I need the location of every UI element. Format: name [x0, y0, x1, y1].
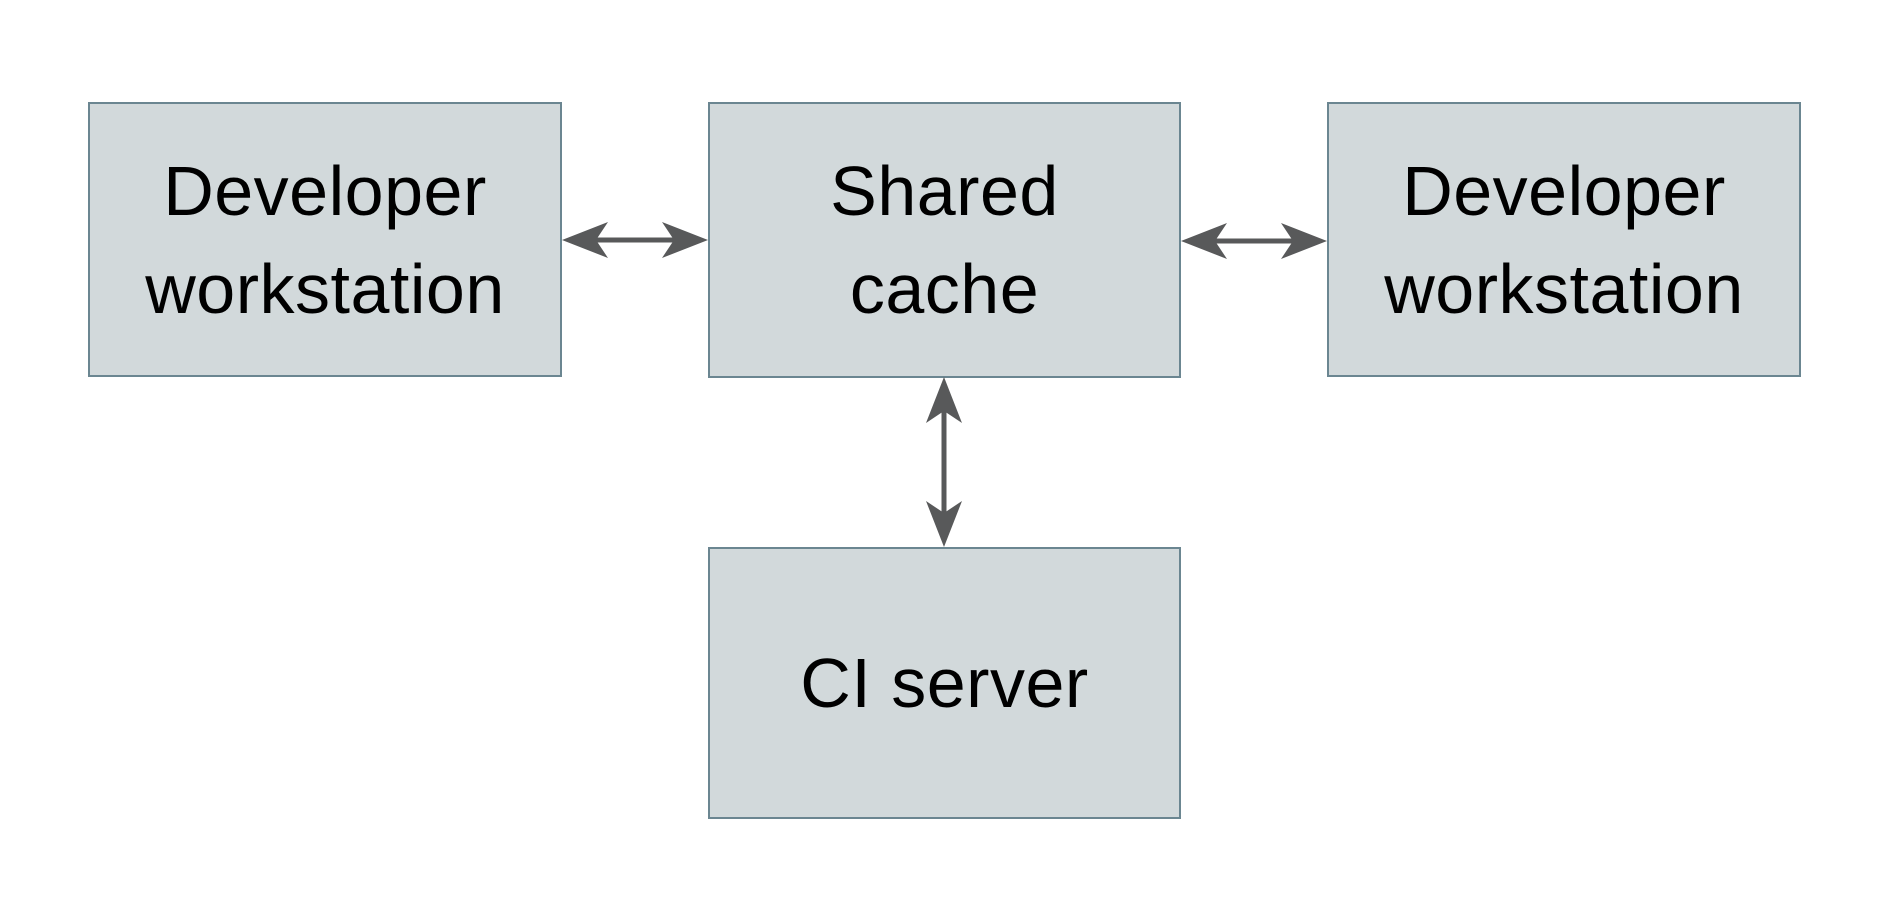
double-arrow-icon-cache-to-ci-server	[924, 377, 964, 547]
node-label-line: Developer	[163, 151, 487, 230]
node-label-line: Shared	[830, 152, 1059, 230]
node-developer-workstation-left: Developer workstation	[88, 102, 562, 377]
node-developer-workstation-right: Developer workstation	[1327, 102, 1801, 377]
node-label-line: Developer	[1402, 151, 1726, 230]
node-label-line: workstation	[1384, 249, 1744, 328]
double-arrow-icon-cache-to-right-workstation	[1181, 221, 1327, 261]
node-label-line: workstation	[145, 249, 505, 328]
node-shared-cache: Shared cache	[708, 102, 1181, 378]
node-label-line: cache	[849, 250, 1040, 328]
double-arrow-icon-left-workstation-to-cache	[562, 220, 708, 260]
node-label-line: CI server	[800, 644, 1089, 722]
node-ci-server: CI server	[708, 547, 1181, 819]
